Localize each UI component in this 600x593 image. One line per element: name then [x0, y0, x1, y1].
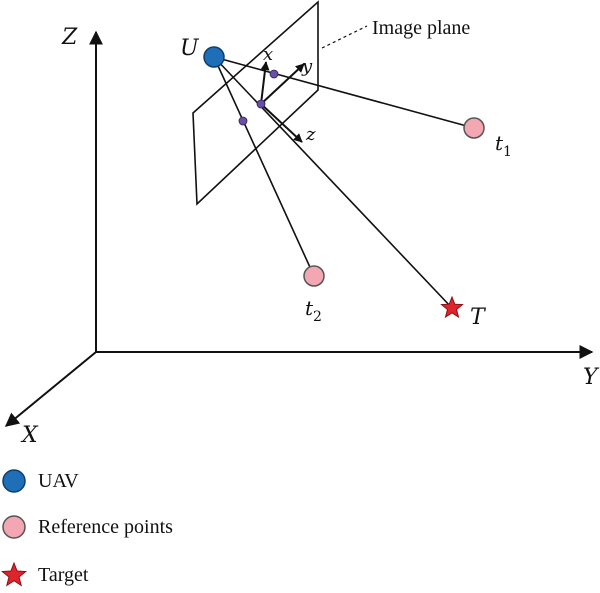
legend-item-reference-points: Reference points [0, 512, 173, 542]
legend-item-target: Target [0, 560, 88, 590]
camera-x-axis [260, 61, 270, 105]
ray-to-t1 [213, 56, 475, 129]
reference-point-t2-marker [303, 265, 325, 287]
camera-axes [260, 61, 305, 143]
world-y-label: Y [583, 365, 600, 390]
projected-point-t1 [269, 69, 279, 79]
camera-z-axis [260, 103, 303, 143]
world-x-label: X [20, 423, 39, 448]
star-icon [0, 561, 28, 587]
world-x-axis [4, 351, 97, 427]
reference-point-t1-marker [463, 117, 485, 139]
target-star-icon [440, 295, 464, 319]
image-plane: Image plane [192, 0, 470, 206]
world-z-label: Z [61, 25, 78, 50]
image-plane-quad [192, 0, 319, 206]
target: T [440, 295, 487, 330]
reference-point-circle-icon [2, 515, 26, 539]
image-plane-label: Image plane [372, 17, 470, 39]
reference-point-t1: t1 [463, 117, 512, 160]
uav: U [180, 36, 225, 68]
uav-marker [203, 46, 225, 68]
camera-x-label: x [263, 44, 273, 65]
projected-point-center [256, 99, 266, 109]
image-plane-leader-line [321, 25, 368, 49]
uav-circle-icon [2, 469, 26, 493]
target-label: T [470, 305, 487, 330]
reference-point-t2-label: t2 [305, 296, 322, 325]
legend-item-uav: UAV [0, 466, 79, 496]
camera-y-label: y [301, 56, 313, 77]
uav-label: U [180, 36, 200, 61]
world-axes: Z Y X [4, 25, 600, 448]
legend-target-text: Target [38, 563, 89, 586]
camera-y-axis [260, 63, 305, 105]
camera-z-label: z [305, 124, 316, 145]
legend-reference-points-text: Reference points [38, 515, 173, 538]
projected-points [238, 69, 279, 126]
projection-rays [213, 56, 475, 309]
reference-point-t2: t2 [303, 265, 325, 325]
ray-to-t2 [213, 56, 315, 277]
ray-to-target [213, 56, 453, 309]
reference-point-t1-label: t1 [495, 131, 512, 160]
projected-point-t2 [238, 116, 248, 126]
legend-uav-text: UAV [38, 469, 79, 492]
